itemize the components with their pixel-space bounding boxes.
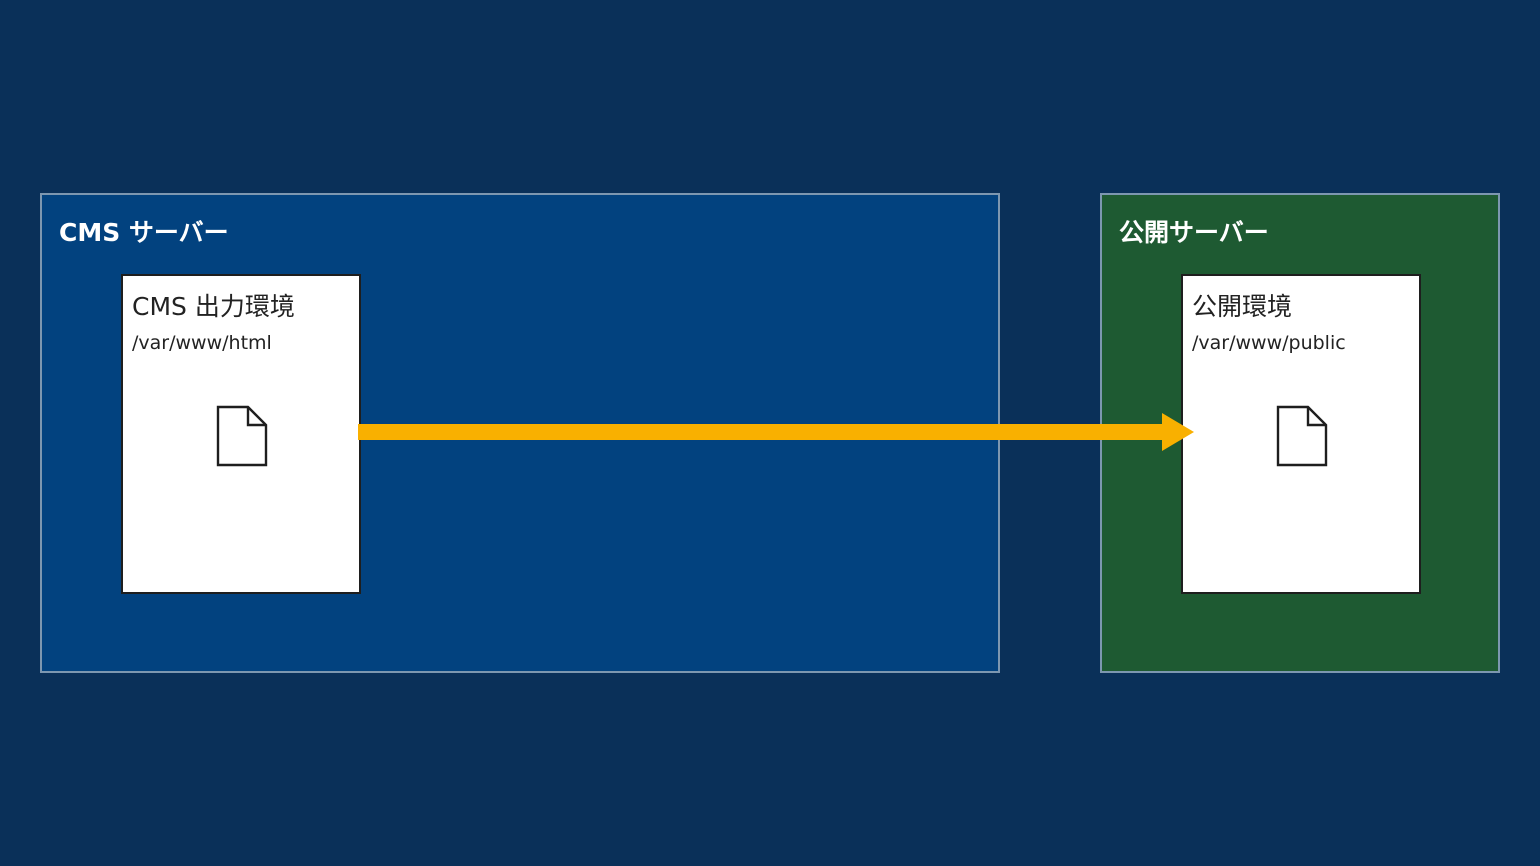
public-environment: 公開環境 /var/www/public <box>1181 274 1421 594</box>
cms-output-environment: CMS 出力環境 /var/www/html <box>121 274 361 594</box>
deploy-arrow <box>358 413 1194 451</box>
cms-output-environment-title: CMS 出力環境 <box>132 292 295 321</box>
public-server-title: 公開サーバー <box>1119 218 1269 247</box>
cms-server-title: CMS サーバー <box>59 218 229 247</box>
arrow-shaft <box>358 424 1166 440</box>
public-server-box: 公開サーバー 公開環境 /var/www/public <box>1100 193 1500 673</box>
public-environment-title: 公開環境 <box>1192 292 1293 321</box>
file-icon <box>1276 405 1328 467</box>
file-icon <box>216 405 268 467</box>
public-environment-path: /var/www/public <box>1192 332 1346 354</box>
cms-output-environment-path: /var/www/html <box>132 332 272 354</box>
arrow-head <box>1162 413 1194 451</box>
